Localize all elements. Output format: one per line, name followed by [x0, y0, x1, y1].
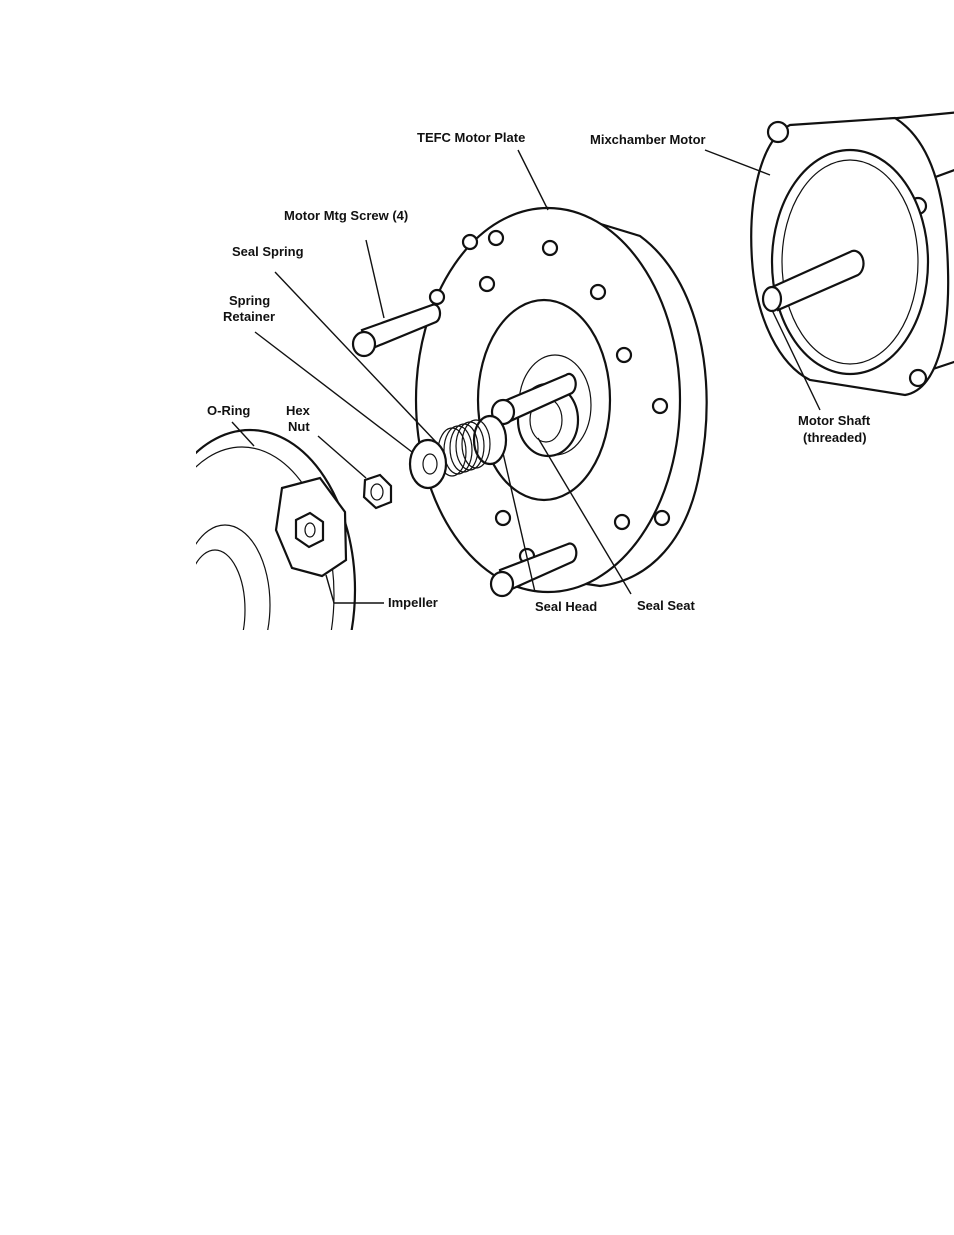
mixchamber-motor-drawing: [750, 111, 954, 397]
label-impeller: Impeller: [388, 595, 438, 610]
label-o-ring: O-Ring: [207, 403, 250, 418]
label-mixchamber-motor: Mixchamber Motor: [590, 132, 706, 147]
label-spring-retainer-line1: Spring: [229, 293, 270, 308]
label-motor-shaft-line2: (threaded): [803, 430, 867, 445]
label-seal-head: Seal Head: [535, 599, 597, 614]
impeller-drawing: [274, 476, 348, 578]
label-motor-shaft-line1: Motor Shaft: [798, 413, 871, 428]
spring-retainer-drawing: [408, 438, 448, 490]
label-seal-spring: Seal Spring: [232, 244, 304, 259]
impeller-housing-drawing: [196, 428, 357, 630]
motor-mtg-screw-lower-drawing: [489, 542, 578, 598]
label-tefc-motor-plate: TEFC Motor Plate: [417, 130, 525, 145]
label-hex-nut-line2: Nut: [288, 419, 310, 434]
seal-spring-drawing: [437, 419, 491, 477]
label-seal-seat: Seal Seat: [637, 598, 695, 613]
leader-lines: [231, 149, 821, 604]
part-labels: TEFC Motor Plate Mixchamber Motor Motor …: [207, 130, 871, 614]
label-motor-mtg-screw: Motor Mtg Screw (4): [284, 208, 408, 223]
tefc-motor-plate-drawing: [414, 206, 708, 594]
hex-nut-drawing: [362, 473, 393, 510]
label-hex-nut-line1: Hex: [286, 403, 311, 418]
motor-mtg-screw-upper-drawing: [351, 303, 442, 358]
label-spring-retainer-line2: Retainer: [223, 309, 275, 324]
